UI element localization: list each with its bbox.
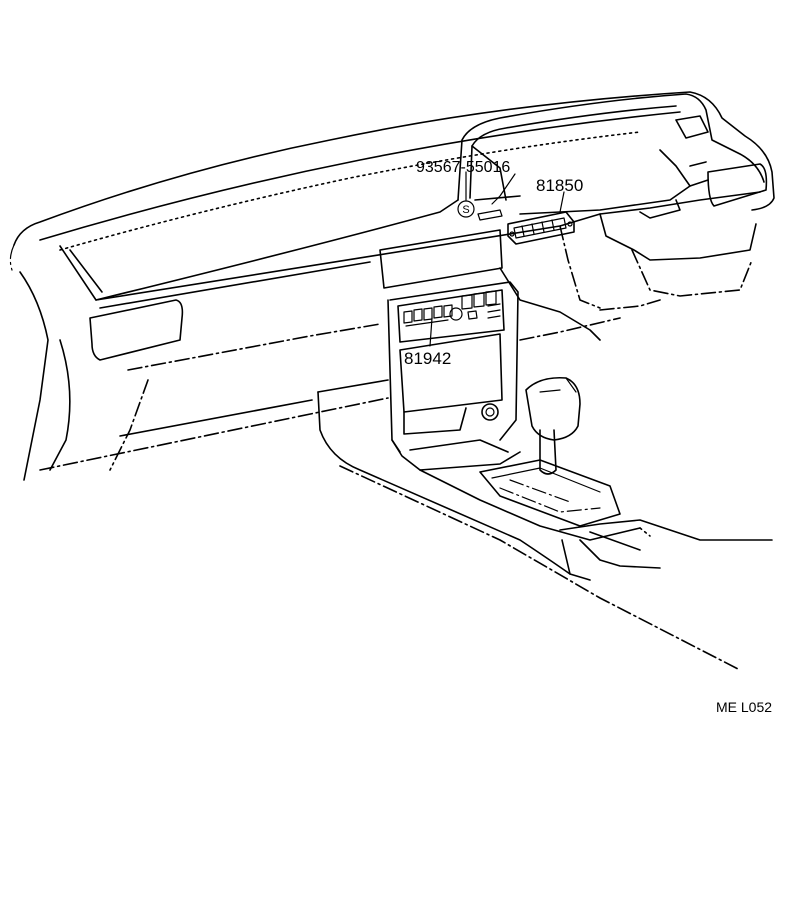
dashboard-face [19, 191, 761, 481]
screw-symbol-circle [457, 200, 475, 218]
figure-code: ME L052 [716, 699, 772, 715]
gear-shifter [479, 376, 621, 527]
screw-symbol: S [462, 204, 469, 216]
dashboard-top [9, 91, 775, 301]
instrument-hood [457, 93, 768, 215]
upper-switch-81850 [507, 211, 575, 245]
screw-93567-55016: S [457, 200, 503, 221]
center-switch-part-number: 81942 [404, 349, 451, 368]
screw-part-number: 93567-55016 [416, 159, 510, 176]
upper-switch-part-number: 81850 [536, 176, 583, 195]
leader-lines [429, 171, 565, 347]
center-console [317, 281, 773, 671]
